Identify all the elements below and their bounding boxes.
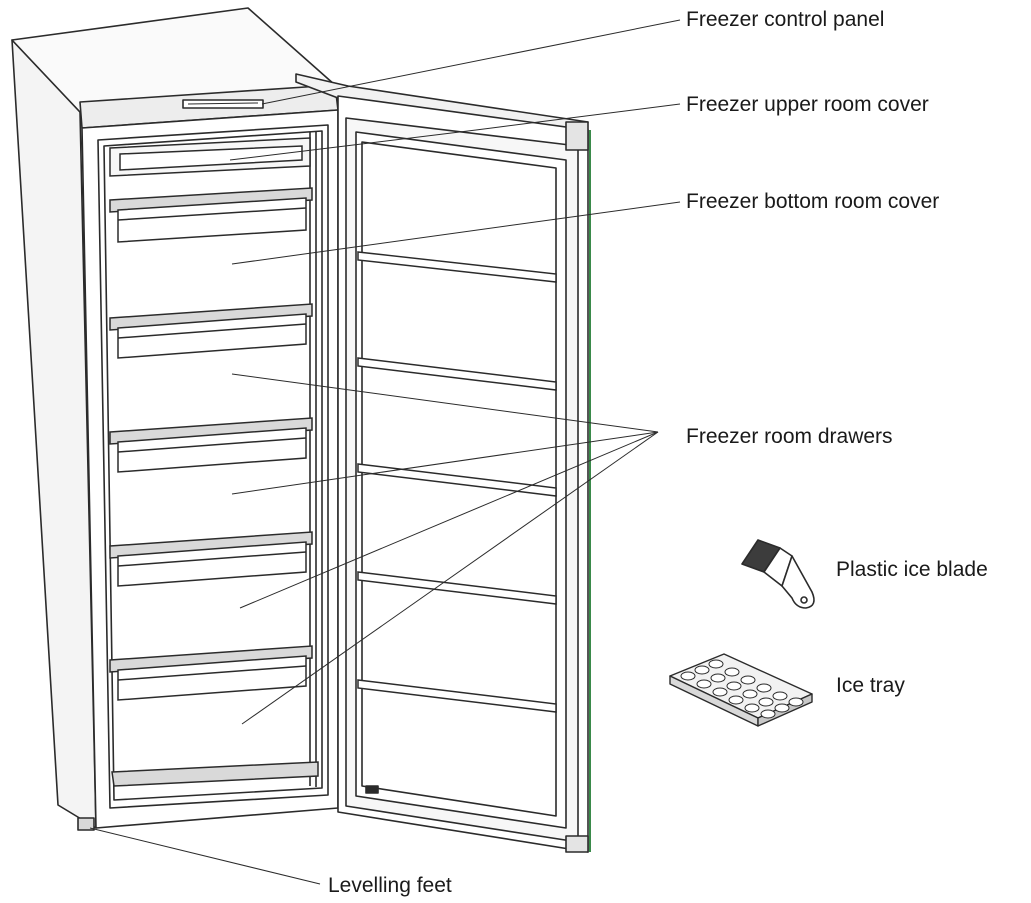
levelling-foot <box>77 817 95 831</box>
leader-drawer <box>231 431 659 495</box>
freezer-drawer <box>109 531 313 587</box>
label-levelling-feet: Levelling feet <box>328 874 452 897</box>
ice-tray-illustration <box>669 653 813 727</box>
label-control-panel: Freezer control panel <box>686 8 885 31</box>
leader-drawer <box>241 431 659 725</box>
label-ice-tray: Ice tray <box>836 674 905 697</box>
leader-upper-room-cover <box>475 103 681 131</box>
leader-lines <box>89 19 681 885</box>
door-shelf <box>357 357 557 391</box>
leader-levelling-feet <box>89 827 321 885</box>
leader-control-panel <box>261 19 681 105</box>
door-shelf <box>357 679 557 713</box>
leader-drawer <box>239 431 659 609</box>
freezer-drawer <box>109 645 313 701</box>
door-shelves <box>357 251 557 713</box>
door-hinge-bottom <box>565 835 589 853</box>
freezer-drawer <box>109 417 313 473</box>
leader-bottom-room-cover <box>231 201 681 265</box>
upper-room-cover <box>109 137 311 177</box>
door-shelf <box>357 251 557 283</box>
ice-blade-illustration <box>741 539 815 609</box>
cabinet-inner-liner <box>97 124 329 809</box>
ice-tray-cells <box>680 659 804 719</box>
door-hinge-top <box>565 121 589 151</box>
door-shelf <box>357 463 557 497</box>
freezer-drawer <box>109 187 313 243</box>
freezer-drawer <box>109 303 313 359</box>
door-shelf <box>357 571 557 605</box>
label-upper-room-cover: Freezer upper room cover <box>686 93 929 116</box>
leader-drawer <box>231 373 659 433</box>
drawer-stack <box>109 137 319 787</box>
label-ice-blade: Plastic ice blade <box>836 558 988 581</box>
bottom-base <box>111 761 319 787</box>
label-room-drawers: Freezer room drawers <box>686 425 893 448</box>
door-badge <box>365 785 379 794</box>
label-bottom-room-cover: Freezer bottom room cover <box>686 190 940 213</box>
leader-upper-room-cover <box>229 129 477 161</box>
